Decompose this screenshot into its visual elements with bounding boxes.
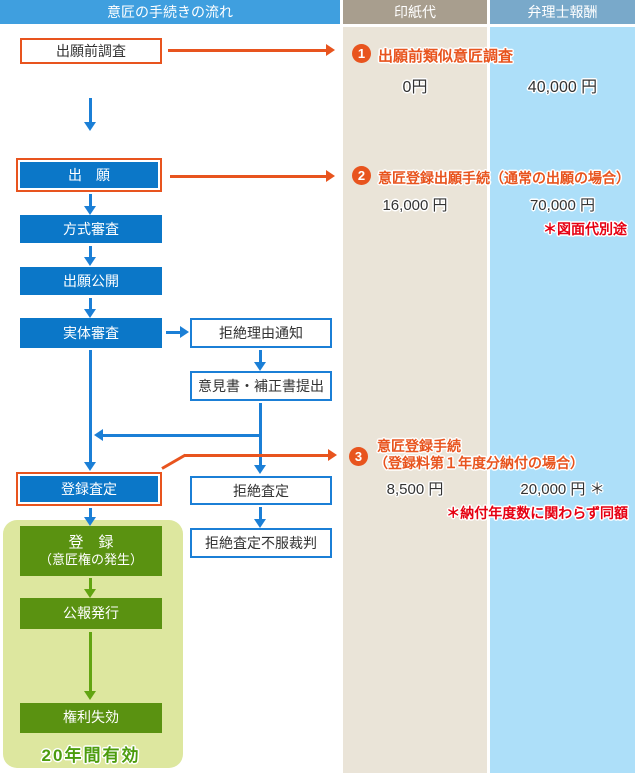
arrow-presearch-to-application-head-icon xyxy=(84,122,96,131)
arrow-notice-to-opinion-head-icon xyxy=(254,362,266,371)
fee1-title: 出願前類似意匠調査 xyxy=(378,48,514,65)
arrow-application-to-formality-head-icon xyxy=(84,206,96,215)
box-registration-decision-label: 登録査定 xyxy=(20,476,158,502)
validity-period-label: 20年間有効 xyxy=(41,746,141,765)
arrow-opinion-to-refusal-decision xyxy=(259,403,262,465)
box-pre-application-search: 出願前調査 xyxy=(20,38,162,64)
box-refusal-decision: 拒絶査定 xyxy=(190,476,332,505)
fee3-note: ＊納付年度数に関わらず同額 xyxy=(446,505,628,521)
arrow-application-to-fee2 xyxy=(170,175,326,178)
arrow-presearch-to-fee1 xyxy=(168,49,326,52)
arrow-application-to-fee2-head-icon xyxy=(326,170,335,182)
arrow-substantive-to-registration-decision-head-icon xyxy=(84,462,96,471)
stamp-fee-column-header: 印紙代 xyxy=(343,0,487,24)
attorney-fee-column-header: 弁理士報酬 xyxy=(490,0,635,24)
arrow-decision-to-fee3 xyxy=(184,454,328,457)
arrow-substantive-to-refusal-notice xyxy=(166,331,180,334)
box-opinion-amendment-submission: 意見書・補正書提出 xyxy=(190,371,332,401)
arrow-presearch-to-fee1-head-icon xyxy=(326,44,335,56)
arrow-presearch-to-application xyxy=(89,98,92,123)
attorney-fee-column-body xyxy=(490,27,635,773)
arrow-registration-to-gazette-head-icon xyxy=(84,589,96,598)
stamp-fee-column-body xyxy=(343,27,487,773)
arrow-opinion-to-refusal-decision-head-icon xyxy=(254,465,266,474)
box-registration-subtitle: （意匠権の発生） xyxy=(38,552,143,568)
arrow-publication-to-substantive-head-icon xyxy=(84,309,96,318)
fee3-title-line2: （登録料第１年度分納付の場合） xyxy=(374,455,584,471)
arrow-gazette-to-expiry-head-icon xyxy=(84,691,96,700)
fee2-attorney-price: 70,000 円 xyxy=(529,197,596,214)
fee2-stamp-price: 16,000 円 xyxy=(382,197,448,214)
flow-column-header: 意匠の手続きの流れ xyxy=(0,0,340,24)
box-gazette-issue: 公報発行 xyxy=(20,598,162,629)
arrow-substantive-to-registration-decision xyxy=(89,350,92,462)
arrow-application-to-formality xyxy=(89,194,92,207)
box-substantive-examination: 実体審査 xyxy=(20,318,162,348)
fee2-number-badge: 2 xyxy=(352,166,371,185)
box-refusal-appeal-trial: 拒絶査定不服裁判 xyxy=(190,528,332,558)
fee1-stamp-price: 0円 xyxy=(402,79,428,96)
arrow-decision-to-registration xyxy=(89,508,92,517)
fee1-attorney-price: 40,000 円 xyxy=(527,79,598,96)
arrow-formality-to-publication-head-icon xyxy=(84,257,96,266)
arrow-decision-to-registration-head-icon xyxy=(84,517,96,526)
arrow-opinion-return-to-exam xyxy=(103,434,260,437)
fee3-number-badge: 3 xyxy=(349,447,368,466)
box-formality-examination: 方式審査 xyxy=(20,215,162,243)
box-right-expiry: 権利失効 xyxy=(20,703,162,733)
fee3-attorney-price: 20,000 円 ＊ xyxy=(520,481,605,498)
fee3-stamp-price: 8,500 円 xyxy=(386,481,444,498)
arrow-decision-to-fee3-diagonal xyxy=(161,453,187,470)
box-application-label: 出 願 xyxy=(20,162,158,188)
fee3-title-line1: 意匠登録手続 xyxy=(377,438,461,454)
box-application-publication: 出願公開 xyxy=(20,267,162,295)
arrow-formality-to-publication xyxy=(89,246,92,258)
box-registration: 登 録 （意匠権の発生） xyxy=(20,526,162,576)
fee1-number-badge: 1 xyxy=(352,44,371,63)
arrow-refusal-to-appeal-head-icon xyxy=(254,519,266,528)
arrow-substantive-to-refusal-notice-head-icon xyxy=(180,326,189,338)
arrow-publication-to-substantive xyxy=(89,298,92,310)
fee2-note: ＊図面代別途 xyxy=(543,221,627,237)
box-registration-title: 登 録 xyxy=(68,533,114,551)
arrow-decision-to-fee3-head-icon xyxy=(328,449,337,461)
arrow-notice-to-opinion xyxy=(259,350,262,362)
arrow-refusal-to-appeal xyxy=(259,507,262,519)
box-registration-decision: 登録査定 xyxy=(16,472,162,506)
arrow-registration-to-gazette xyxy=(89,578,92,589)
fee2-title: 意匠登録出願手続（通常の出願の場合） xyxy=(378,170,630,186)
box-application: 出 願 xyxy=(16,158,162,192)
arrow-opinion-return-to-exam-head-icon xyxy=(94,429,103,441)
box-refusal-reason-notice: 拒絶理由通知 xyxy=(190,318,332,348)
arrow-gazette-to-expiry xyxy=(89,632,92,691)
